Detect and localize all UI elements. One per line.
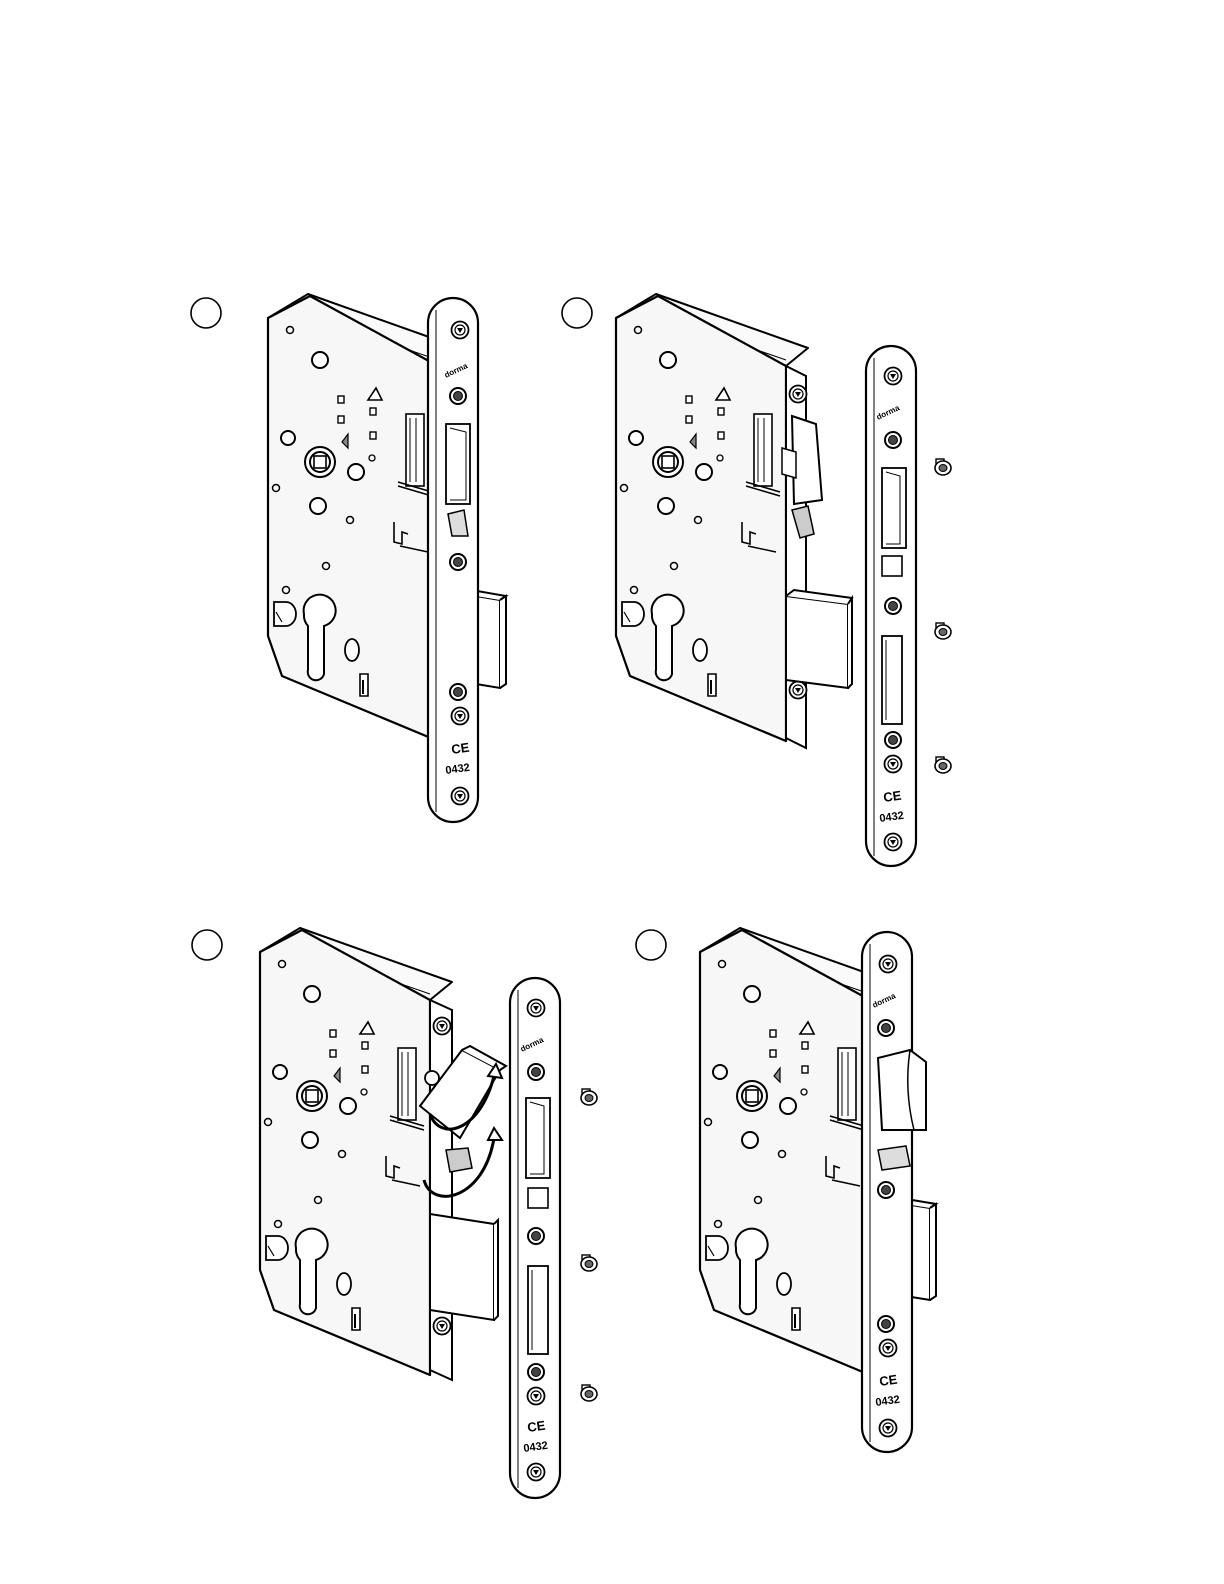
step-2-marker [562,298,592,328]
step-3: CE 0432 dorma [192,928,597,1498]
step-4-marker [636,930,666,960]
step-1: CE 0432 dorma [191,294,506,822]
ce-mark: CE [450,740,470,757]
step-4: CE 0432 dorma [636,928,936,1452]
faceplate-detached: CE 0432 dorma [866,346,916,866]
latch-bolt [878,1050,926,1130]
lock-case [616,294,808,741]
ce-mark: CE [526,1418,546,1435]
faceplate-detached: CE 0432 dorma [510,978,560,1498]
loose-screws [935,459,951,773]
lock-case [260,928,452,1375]
step-3-marker [192,930,222,960]
loose-screws [581,1089,597,1401]
step-1-marker [191,298,221,328]
ce-mark: CE [878,1372,898,1389]
ce-mark: CE [882,788,902,805]
step-2: CE 0432 dorma [562,294,951,866]
edge-rail [782,366,852,748]
faceplate: CE 0432 dorma [428,298,478,822]
faceplate: CE 0432 dorma [862,932,926,1452]
